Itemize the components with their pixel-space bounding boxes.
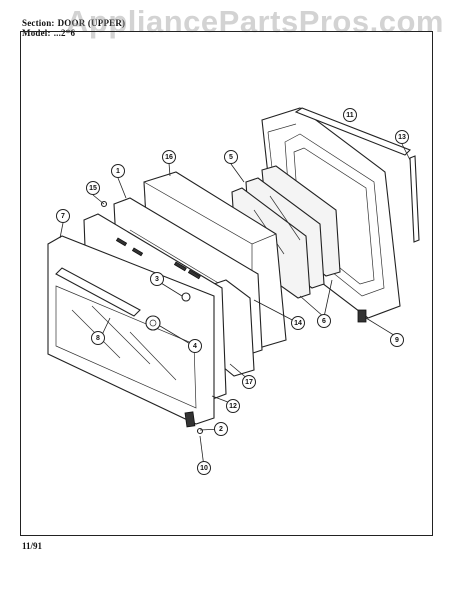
callout-label: 7 [61,213,65,220]
callout-1: 1 [111,164,125,178]
callout-label: 6 [322,318,326,325]
callout-11: 11 [343,108,357,122]
section-header: Section:DOOR (UPPER) [22,18,125,28]
callout-16: 16 [162,150,176,164]
callout-8: 8 [91,331,105,345]
callout-13: 13 [395,130,409,144]
callout-2: 2 [214,422,228,436]
callout-label: 17 [245,379,253,386]
top-trim-part [294,107,411,156]
knob-part [145,315,161,331]
model-header: Model:...2*6 [22,28,75,38]
hinge-screw-part [196,427,204,435]
callout-12: 12 [226,399,240,413]
callout-label: 9 [395,337,399,344]
callout-9: 9 [390,333,404,347]
section-label: Section: [22,18,55,28]
callout-10: 10 [197,461,211,475]
callout-label: 12 [229,403,237,410]
callout-5: 5 [224,150,238,164]
callout-4: 4 [188,339,202,353]
callout-7: 7 [56,209,70,223]
footer-date: 11/91 [22,541,43,551]
callout-6: 6 [317,314,331,328]
callout-3: 3 [150,272,164,286]
screw-part [181,292,191,302]
model-label: Model: [22,28,51,38]
diagram-frame [20,31,433,536]
callout-label: 5 [229,154,233,161]
callout-label: 4 [193,343,197,350]
callout-label: 15 [89,185,97,192]
hinge-clip-part [184,411,196,428]
callout-label: 16 [165,154,173,161]
side-trim-part [409,155,420,243]
callout-15: 15 [86,181,100,195]
callout-label: 1 [116,168,120,175]
callout-14: 14 [291,316,305,330]
callout-label: 3 [155,276,159,283]
callout-label: 10 [200,465,208,472]
callout-label: 11 [346,112,354,119]
model-value: ...2*6 [53,28,76,38]
callout-label: 14 [294,320,302,327]
liner-clip-part [357,309,367,323]
callouts: 11 13 16 5 1 15 7 3 8 4 14 6 9 17 12 2 10 [56,108,409,475]
door-handle-part [55,267,141,317]
callout-label: 2 [219,426,223,433]
callout-17: 17 [242,375,256,389]
callout-label: 13 [398,134,406,141]
section-value: DOOR (UPPER) [57,18,126,28]
callout-label: 8 [96,335,100,342]
